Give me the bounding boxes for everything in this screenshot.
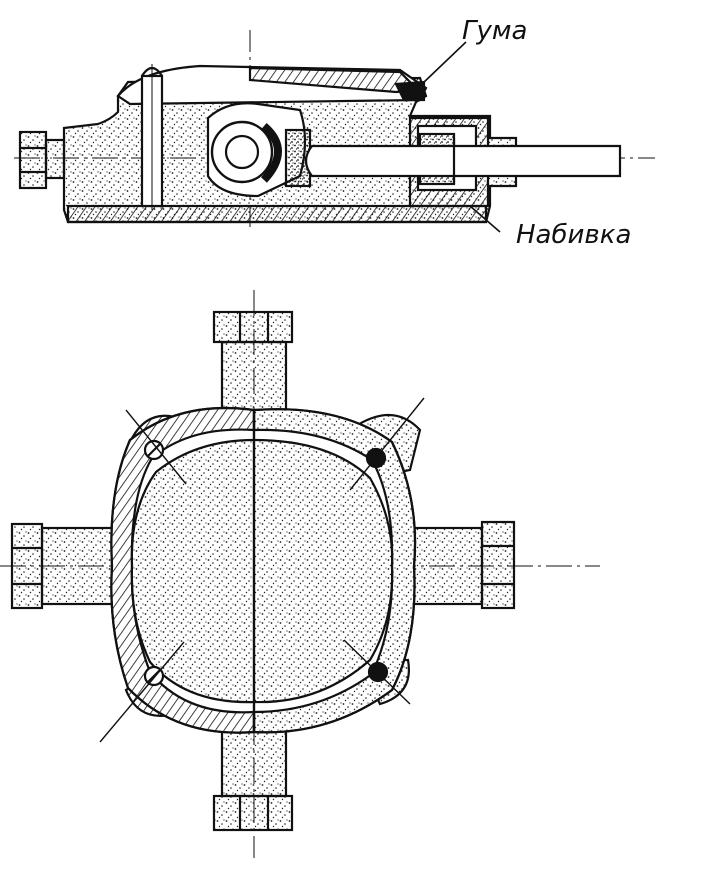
section-view <box>14 30 655 233</box>
label-rubber: Гума <box>462 16 528 46</box>
label-packing: Набивка <box>516 220 632 250</box>
plan-view <box>0 290 600 858</box>
